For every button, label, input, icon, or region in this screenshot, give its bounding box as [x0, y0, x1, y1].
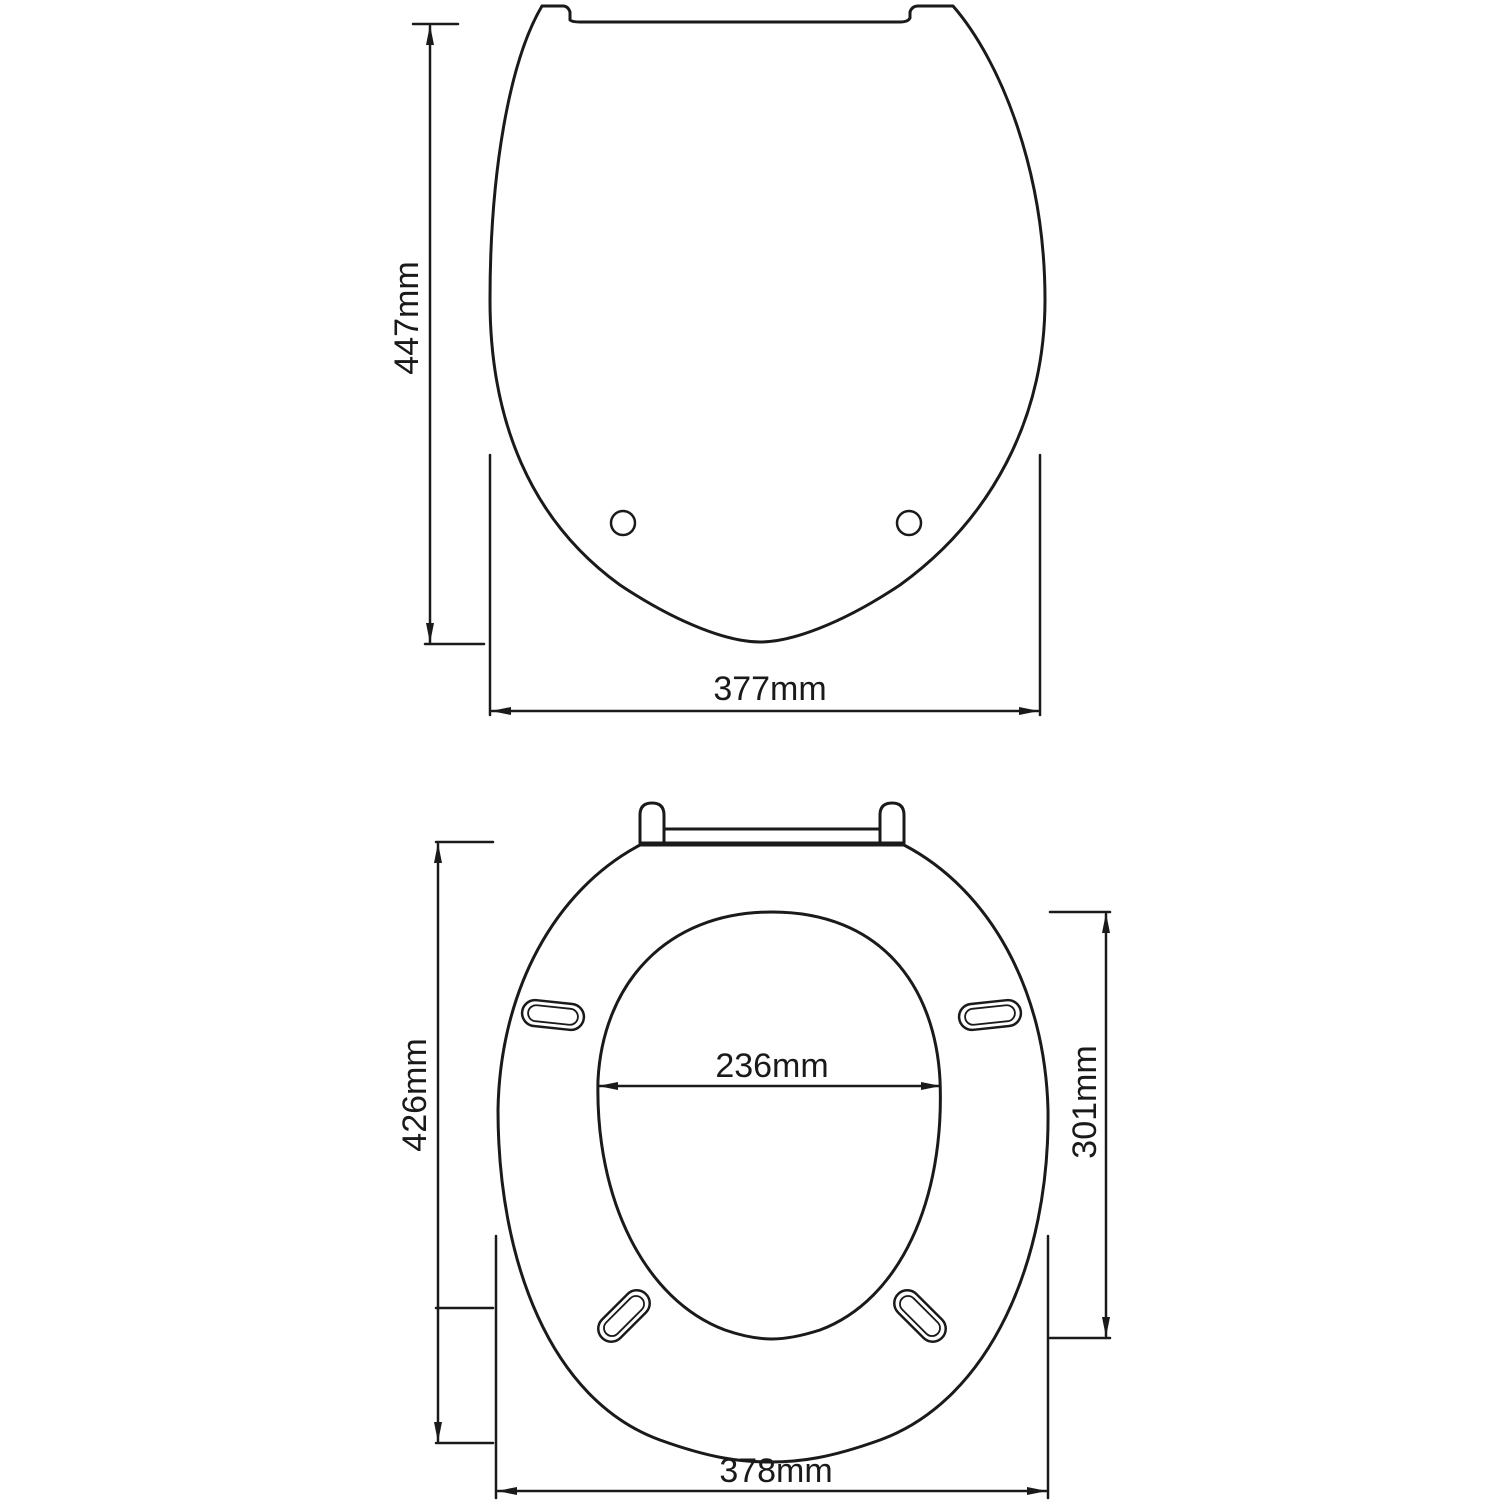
bumper-slot-upper-right: [957, 998, 1023, 1032]
lid-width-label: 377mm: [713, 670, 826, 708]
opening-length-label: 301mm: [1066, 1045, 1104, 1158]
bumper-slot-upper-left: [520, 998, 586, 1032]
hinge-post-left: [638, 801, 666, 845]
lid-height-label: 447mm: [388, 261, 426, 374]
bumper-slot-lower-right: [893, 1289, 947, 1343]
seat-outer-outline: [496, 843, 1050, 1464]
seat-view: 426mm 301mm 236mm 378mm: [396, 801, 1112, 1500]
bumper-hole-right: [895, 509, 923, 537]
hinge-post-right: [878, 801, 906, 845]
bumper-hole-left: [609, 509, 637, 537]
seat-opening-outline: [596, 910, 942, 1341]
seat-length-label: 426mm: [396, 1038, 434, 1151]
opening-width-label: 236mm: [715, 1047, 828, 1085]
bumper-slot-lower-left: [597, 1289, 651, 1343]
lid-view: 447mm 377mm: [388, 4, 1047, 717]
seat-width-label: 378mm: [719, 1452, 832, 1490]
lid-outline: [488, 4, 1047, 644]
